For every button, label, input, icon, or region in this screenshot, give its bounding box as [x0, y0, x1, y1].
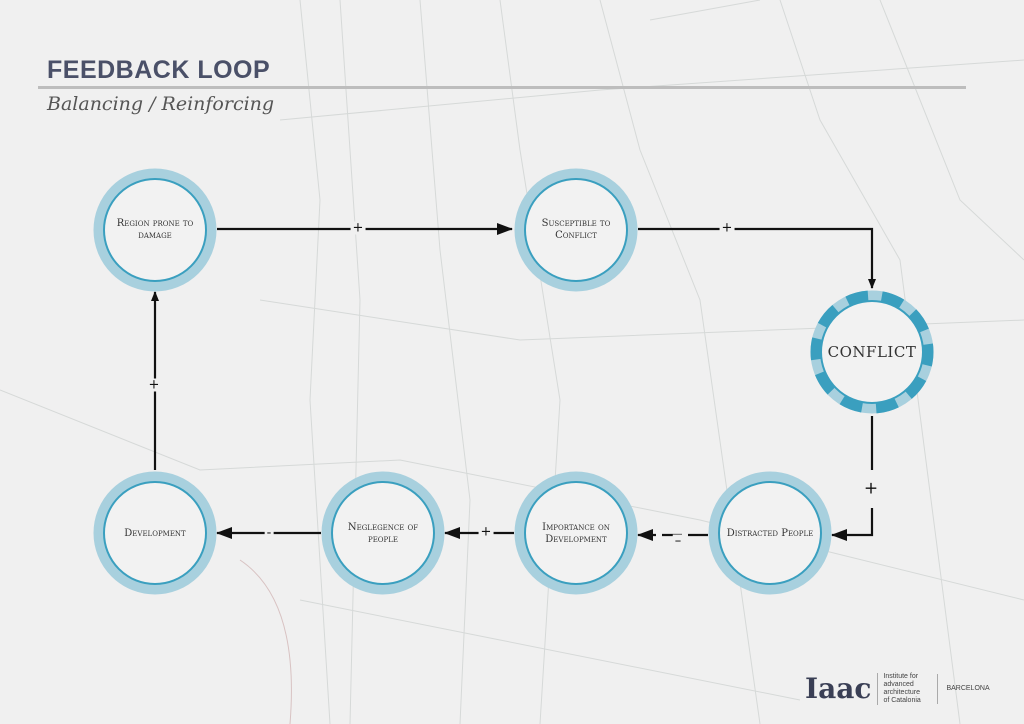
node-ring-development [93, 471, 217, 595]
link-sign: + [719, 220, 735, 236]
arrow-conflict-distracted-end [831, 508, 874, 541]
page-title: FEEDBACK LOOP [47, 56, 271, 84]
node-ring-susceptible [514, 168, 638, 292]
node-ring-neglegence [331, 481, 435, 585]
node-ring-susceptible [524, 178, 628, 282]
node-distracted-people[interactable]: Distracted People [726, 528, 814, 539]
node-fill-conflict [820, 300, 924, 404]
link-sign: - [264, 525, 274, 541]
node-ring-distracted [708, 471, 832, 595]
page-subtitle: Balancing / Reinforcing [47, 93, 275, 115]
node-fill-neglegence [331, 481, 435, 585]
node-conflict[interactable]: CONFLICT [827, 343, 917, 361]
link-sign: + [146, 377, 162, 393]
node-ring-region [93, 168, 217, 292]
node-fill-region [103, 178, 207, 282]
node-fill-importance [524, 481, 628, 585]
node-neglegence-of-people[interactable]: Neglegence of people [347, 522, 419, 545]
logo-mark: Iaac [805, 672, 872, 705]
node-fill-susceptible [524, 178, 628, 282]
logo-city: BARCELONA [937, 673, 990, 704]
link-sign: – [672, 533, 684, 549]
link-sign: + [478, 524, 494, 540]
node-ring-distracted [718, 481, 822, 585]
arrow-susceptible-conflict [638, 227, 876, 289]
node-ring-importance [524, 481, 628, 585]
node-ring-conflict [820, 300, 924, 404]
link-sign: + [861, 478, 881, 499]
node-fill-distracted [718, 481, 822, 585]
node-ring-development [103, 481, 207, 585]
title-divider [38, 86, 966, 89]
iaac-logo: Iaac Institute for advanced architecture… [805, 672, 990, 705]
link-sign: + [350, 220, 366, 236]
node-susceptible-to-conflict[interactable]: Susceptible to Conflict [541, 218, 611, 241]
node-importance-on-development[interactable]: Importance on Development [542, 522, 610, 545]
node-ring-region [103, 178, 207, 282]
node-fill-development [103, 481, 207, 585]
node-development[interactable]: Development [124, 528, 186, 539]
node-ring-neglegence [321, 471, 445, 595]
node-ring-importance [514, 471, 638, 595]
logo-institute: Institute for advanced architecture of C… [877, 672, 927, 705]
node-region-prone-to-damage[interactable]: Region prone to damage [116, 218, 194, 241]
